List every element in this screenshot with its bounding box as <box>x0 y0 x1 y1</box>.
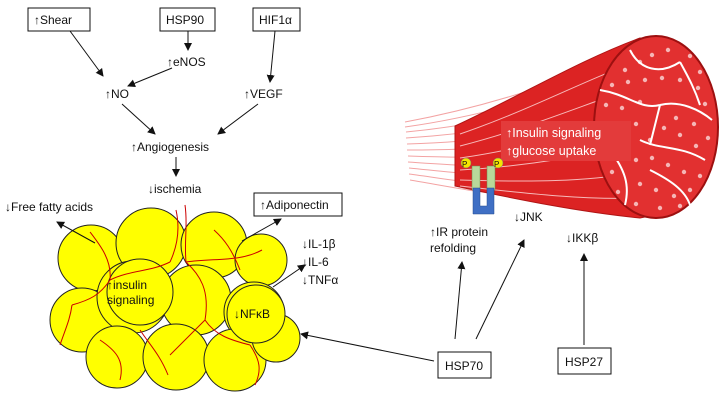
box-hsp90: HSP90 <box>159 7 216 32</box>
adipocyte-nfkb <box>226 284 286 344</box>
label-ischemia: ↓ischemia <box>148 182 202 196</box>
box-adiponectin: ↑Adiponectin <box>253 192 343 217</box>
adipocyte-insulin <box>106 258 174 326</box>
muscle-banner-line2: ↑glucose uptake <box>506 144 596 158</box>
label-jnk: ↓JNK <box>514 210 543 224</box>
label-ikkb: ↓IKKβ <box>566 231 598 245</box>
label-il1b: ↓IL-1β <box>302 237 336 251</box>
box-hsp70: HSP70 <box>437 351 492 379</box>
muscle-banner-bg <box>501 121 631 161</box>
muscle-banner-line1: ↑Insulin signaling <box>506 126 601 140</box>
label-ir-refolding-1: ↑IR protein <box>430 225 488 239</box>
label-free-fatty-acids: ↓Free fatty acids <box>5 200 93 214</box>
box-shear: ↑Shear <box>27 7 91 32</box>
label-no: ↑NO <box>105 87 129 101</box>
label-nfkb: ↓NFκB <box>234 307 270 321</box>
box-hsp27: HSP27 <box>557 347 612 375</box>
svg-text:↑Adiponectin: ↑Adiponectin <box>260 198 329 212</box>
label-insulin-signaling-1: ↑insulin <box>107 278 147 292</box>
muscle-fiber: ↑Insulin signaling ↑glucose uptake <box>404 35 719 219</box>
label-vegf: ↑VEGF <box>244 87 283 101</box>
label-insulin-signaling-2: signaling <box>107 293 154 307</box>
label-tnfa: ↓TNFα <box>302 273 338 287</box>
svg-text:HIF1α: HIF1α <box>259 13 292 27</box>
arrows <box>56 30 588 362</box>
insulin-receptor-icon: P P <box>460 157 504 215</box>
label-enos: ↑eNOS <box>167 55 206 69</box>
svg-text:HSP70: HSP70 <box>445 359 483 373</box>
adipose-blood-vessels <box>59 204 263 386</box>
phospho-label-1: P <box>462 160 467 169</box>
box-hif1a: HIF1α <box>252 7 301 32</box>
label-ir-refolding-2: refolding <box>430 241 476 255</box>
svg-text:HSP27: HSP27 <box>565 355 603 369</box>
adipose-tissue <box>49 207 301 392</box>
svg-text:HSP90: HSP90 <box>166 13 204 27</box>
svg-text:↑Shear: ↑Shear <box>34 13 72 27</box>
phospho-label-2: P <box>494 160 499 169</box>
label-il6: ↓IL-6 <box>302 255 329 269</box>
label-angiogenesis: ↑Angiogenesis <box>131 140 209 154</box>
